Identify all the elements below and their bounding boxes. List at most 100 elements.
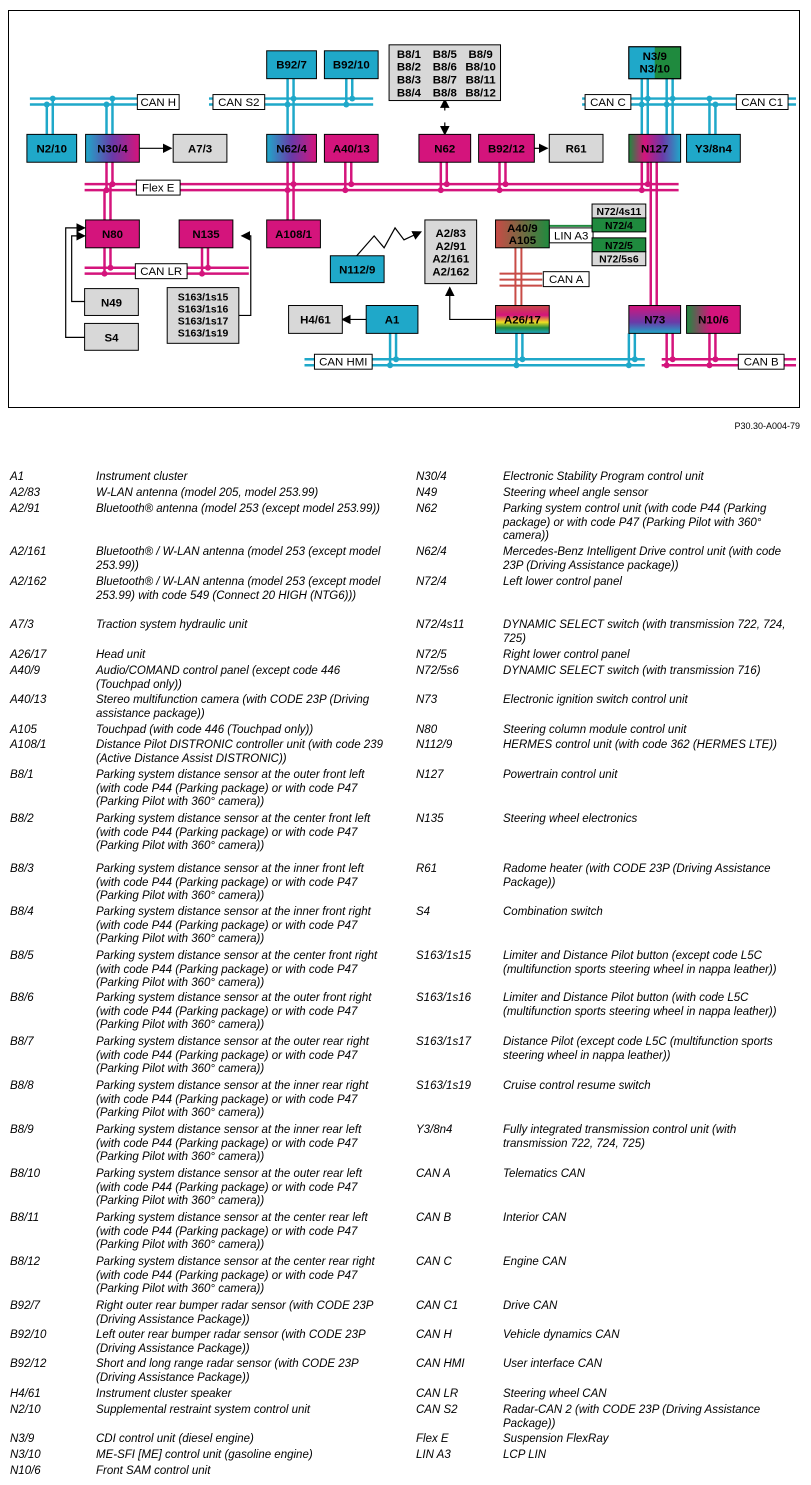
legend-description: DYNAMIC SELECT switch (with transmission… [503, 665, 761, 677]
legend-description: Suspension FlexRay [503, 1433, 609, 1445]
legend-code: N73 [416, 694, 438, 706]
label-can-a: CAN A [549, 274, 584, 286]
legend-description: Drive CAN [503, 1300, 558, 1312]
legend-description: LCP LIN [503, 1449, 547, 1461]
legend-description: Instrument cluster [96, 471, 188, 483]
legend-description: Radome heater (with CODE 23P (Driving As… [503, 863, 771, 889]
legend-description: Steering column module control unit [503, 724, 687, 736]
legend-description: Combination switch [503, 906, 603, 918]
figure-reference: P30.30-A004-79 [734, 421, 800, 431]
legend-description: Supplemental restraint system control un… [96, 1404, 311, 1416]
legend-description: Engine CAN [503, 1256, 567, 1268]
legend-code: A40/9 [10, 665, 41, 677]
legend-code: N72/5s6 [416, 665, 459, 677]
module-n2-10: N2/10 [37, 143, 68, 155]
label-can-h: CAN H [140, 97, 176, 109]
module-y3-8n4: Y3/8n4 [695, 143, 733, 155]
b8-cell: B8/6 [433, 62, 457, 74]
legend-description: Parking system distance sensor at the ce… [96, 1256, 375, 1295]
legend-description: Limiter and Distance Pilot button (with … [503, 992, 777, 1018]
legend-code: N112/9 [416, 739, 453, 751]
legend-code: CAN C1 [416, 1300, 459, 1312]
module-n135: N135 [192, 229, 220, 241]
module-n72-4: N72/4 [605, 221, 633, 232]
legend-description: Distance Pilot DISTRONIC controller unit… [96, 739, 383, 765]
s163-item: S163/1s19 [178, 328, 229, 339]
module-b92-7: B92/7 [276, 60, 307, 72]
legend-code: N10/6 [10, 1465, 41, 1477]
a2-item: A2/91 [435, 241, 466, 253]
legend-description: User interface CAN [503, 1358, 603, 1370]
legend-description: Parking system distance sensor at the ce… [96, 950, 378, 989]
legend-code: N72/5 [416, 649, 447, 661]
legend-code: B8/10 [10, 1168, 41, 1180]
legend-code: CAN HMI [416, 1358, 465, 1370]
legend-description: ME-SFI [ME] control unit (gasoline engin… [96, 1449, 313, 1461]
legend-description: Parking system distance sensor at the in… [96, 863, 364, 902]
legend-code: N3/10 [10, 1449, 41, 1461]
legend-code: CAN B [416, 1212, 452, 1224]
label-can-c: CAN C [590, 97, 626, 109]
legend-code: N49 [416, 487, 438, 499]
legend-code: S163/1s19 [416, 1080, 471, 1092]
legend-description: Steering wheel angle sensor [503, 487, 649, 499]
legend-description: Limiter and Distance Pilot button (excep… [503, 950, 777, 976]
module-n62: N62 [434, 143, 455, 155]
legend-code: N72/4s11 [416, 619, 465, 631]
network-topology-diagram: CAN H CAN S2 CAN C CAN C1 Flex E CAN LR … [8, 10, 800, 408]
stub-connectors [45, 78, 717, 366]
legend-code: A40/13 [10, 694, 47, 706]
legend-description: Parking system distance sensor at the ce… [96, 1212, 368, 1251]
legend-code: CAN LR [416, 1388, 459, 1400]
legend-code: B8/5 [10, 950, 34, 962]
legend-code: N2/10 [10, 1404, 41, 1416]
b8-cell: B8/11 [466, 75, 497, 87]
legend-code: CAN C [416, 1256, 452, 1268]
module-a26-17: A26/17 [504, 314, 541, 326]
legend-code: A26/17 [10, 649, 47, 661]
legend-description: Bluetooth® / W-LAN antenna (model 253 (e… [96, 576, 381, 602]
legend-description: HERMES control unit (with code 362 (HERM… [503, 739, 777, 751]
module-a7-3: A7/3 [188, 143, 212, 155]
b8-cell: B8/7 [433, 75, 457, 87]
label-can-hmi: CAN HMI [319, 357, 367, 369]
legend-code: A108/1 [10, 739, 47, 751]
legend-code: A2/161 [10, 546, 47, 558]
legend-code: B92/12 [10, 1358, 47, 1370]
legend-description: Distance Pilot (except code L5C (multifu… [503, 1036, 773, 1062]
module-n73: N73 [644, 314, 665, 326]
label-can-lr: CAN LR [140, 266, 182, 278]
legend-code: CAN A [416, 1168, 451, 1180]
legend-description: Parking system distance sensor at the in… [96, 906, 371, 945]
legend-code: N127 [416, 769, 444, 781]
label-flex-e: Flex E [142, 183, 175, 195]
module-n72-4s11: N72/4s11 [597, 207, 642, 218]
module-n3-9: N3/9 [643, 51, 667, 63]
legend-code: H4/61 [10, 1388, 41, 1400]
legend-description: Interior CAN [503, 1212, 567, 1224]
module-b92-12: B92/12 [488, 143, 525, 155]
a2-item: A2/161 [432, 254, 470, 266]
modules: B92/7 B92/10 B8/1 B8/5 B8/9 B8/2 B8/6 B8… [26, 44, 741, 351]
legend-description: Parking system control unit (with code P… [503, 503, 767, 542]
legend-description: Parking system distance sensor at the ou… [96, 1036, 369, 1075]
legend-description: DYNAMIC SELECT switch (with transmission… [503, 619, 786, 645]
legend-description: Parking system distance sensor at the in… [96, 1080, 369, 1119]
legend-description: Parking system distance sensor at the ou… [96, 769, 365, 808]
legend-description: Electronic ignition switch control unit [503, 694, 688, 706]
b8-cell: B8/1 [397, 49, 422, 61]
legend-description: Parking system distance sensor at the ou… [96, 992, 372, 1031]
legend-description: Right lower control panel [503, 649, 630, 661]
legend-description: Telematics CAN [503, 1168, 586, 1180]
legend-code: Y3/8n4 [416, 1124, 453, 1136]
legend-code: A2/83 [10, 487, 41, 499]
module-a1: A1 [385, 314, 400, 326]
legend-code: S163/1s15 [416, 950, 471, 962]
legend-code: B8/1 [10, 769, 34, 781]
legend-description: Bluetooth® / W-LAN antenna (model 253 (e… [96, 546, 381, 572]
legend-code: CAN H [416, 1329, 452, 1341]
module-n62-4: N62/4 [276, 143, 307, 155]
legend-description: Powertrain control unit [503, 769, 618, 781]
legend-code: A105 [10, 724, 37, 736]
